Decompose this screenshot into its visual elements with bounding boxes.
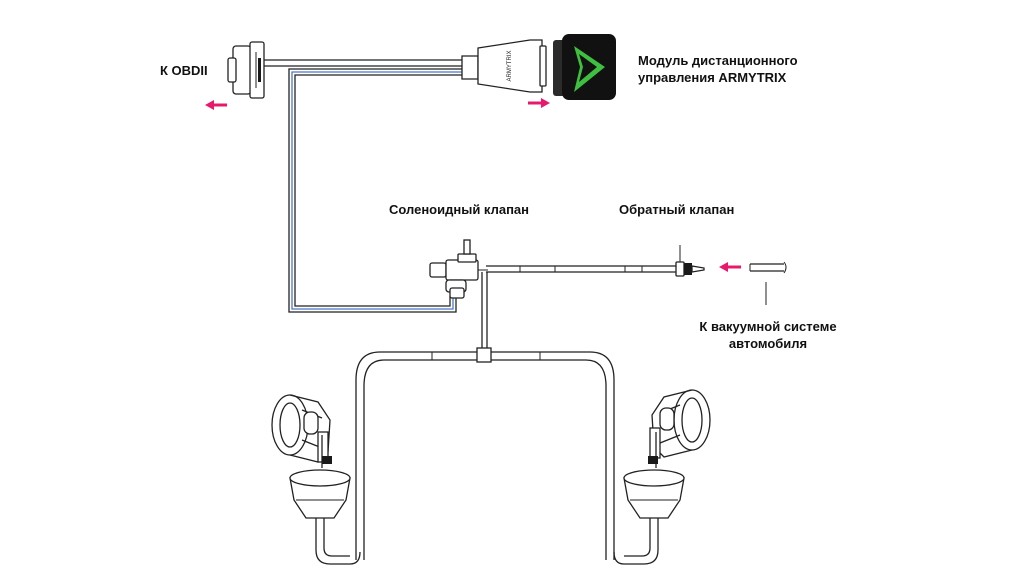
arrow-icon bbox=[205, 100, 227, 110]
obd-connector bbox=[227, 41, 265, 99]
vacuum-system-pipe bbox=[749, 261, 787, 305]
distribution-hoses bbox=[355, 272, 615, 560]
check-valve-label: Обратный клапан bbox=[619, 202, 735, 217]
solenoid-valve bbox=[429, 239, 488, 299]
module-label-line1: Модуль дистанционного bbox=[638, 53, 798, 68]
remote-control-module bbox=[553, 34, 616, 100]
vacuum-label-line2: автомобиля bbox=[728, 336, 808, 351]
module-label: Модуль дистанционного управления ARMYTRI… bbox=[638, 52, 798, 86]
connector-mark: ARMYTRIX bbox=[507, 50, 513, 81]
solenoid-label: Соленоидный клапан bbox=[389, 202, 530, 217]
arrow-icon bbox=[528, 98, 550, 108]
right-valve-actuator bbox=[613, 389, 711, 565]
obd-cable bbox=[264, 59, 462, 67]
module-label-line2: управления ARMYTRIX bbox=[638, 70, 787, 85]
vacuum-hose bbox=[486, 265, 676, 273]
obd-label: К OBDII bbox=[160, 63, 208, 78]
vacuum-label-line1: К вакуумной системе bbox=[699, 319, 837, 334]
left-valve-actuator bbox=[271, 394, 361, 565]
solenoid-wire bbox=[288, 68, 462, 313]
module-connector: ARMYTRIX bbox=[461, 39, 547, 93]
vacuum-system-label: К вакуумной системе автомобиля bbox=[678, 318, 858, 352]
arrow-icon bbox=[719, 262, 741, 272]
check-valve bbox=[675, 245, 705, 277]
